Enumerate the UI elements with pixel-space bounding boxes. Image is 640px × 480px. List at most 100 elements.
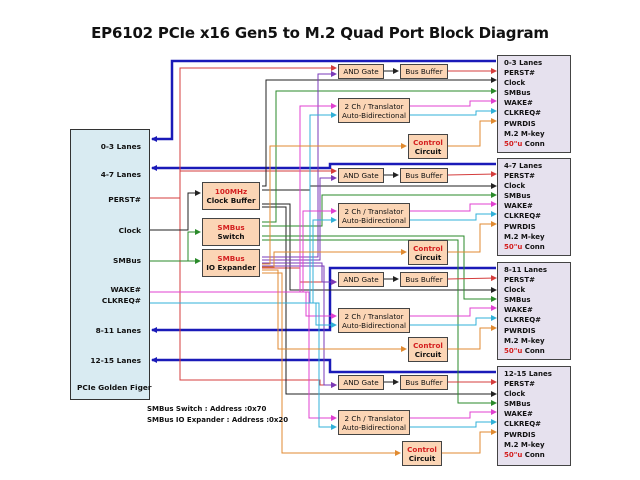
clkreq-in-wire: [150, 302, 337, 430]
port-conn-spec: 50"u Conn: [504, 346, 570, 356]
and-gate-block: AND Gate: [338, 64, 384, 79]
m2-port-0: 0-3 Lanes PERST# Clock SMBus WAKE# CLKRE…: [497, 55, 571, 153]
control-line1: Control: [413, 243, 443, 253]
port-signal-wake: WAKE#: [504, 306, 533, 315]
port-lanes: 4-7 Lanes: [504, 162, 543, 170]
host-signal-lanes-0-3: 0-3 Lanes: [100, 142, 141, 151]
control-line2: Circuit: [414, 146, 442, 156]
pwrdis-in-wire: [262, 249, 407, 268]
bus-buffer-block: Bus Buffer: [400, 64, 448, 79]
pwrdis-out-wire: [448, 118, 497, 147]
clock-out-wire: [262, 77, 497, 187]
and-gate-label: AND Gate: [343, 171, 379, 180]
clock-in-wire: [150, 190, 201, 231]
smbus-out-wire: [262, 235, 497, 302]
clock-out-wire: [262, 183, 497, 191]
and-gate-block: AND Gate: [338, 168, 384, 183]
lanes-8-11-wire: [151, 266, 496, 333]
pwrdis-in-wire: [262, 269, 407, 352]
io-expander-and-wire: [262, 262, 337, 285]
clkreq-in-wire: [150, 302, 337, 328]
port-signal-clkreq: CLKREQ#: [504, 212, 542, 221]
clkreq-out-wire: [410, 419, 497, 428]
port-signal-perst: PERST#: [504, 380, 535, 389]
and-gate-label: AND Gate: [343, 67, 379, 76]
host-signal-lanes-12-15: 12-15 Lanes: [90, 356, 141, 365]
port-signal-perst: PERST#: [504, 69, 535, 78]
port-conn-spec: 50"u Conn: [504, 139, 570, 149]
smbus-in-wire: [150, 229, 201, 262]
host-signal-smbus: SMBus: [113, 256, 141, 265]
port-signal-wake: WAKE#: [504, 410, 533, 419]
port-conn-spec: 50"u Conn: [504, 450, 570, 460]
port-lanes: 12-15 Lanes: [504, 370, 552, 378]
wake-out-wire: [410, 409, 497, 419]
translator-line2: Auto-Bidirectional: [342, 422, 406, 432]
port-signal-smbus: SMBus: [504, 400, 531, 409]
port-signal-perst: PERST#: [504, 276, 535, 285]
pwrdis-in-wire: [262, 143, 407, 265]
note-smbus-switch-address: SMBus Switch : Address :0x70: [147, 405, 267, 413]
io-expander-label: IO Expander: [206, 263, 256, 272]
smbus-out-wire: [262, 239, 497, 406]
port-signal-clock: Clock: [504, 79, 526, 88]
io-expander-and-wire: [262, 71, 337, 258]
wake-out-wire: [410, 98, 497, 107]
translator-line2: Auto-Bidirectional: [342, 320, 406, 330]
port-type: M.2 M-key: [504, 440, 545, 449]
host-signal-clkreq: CLKREQ#: [101, 296, 141, 305]
page-title: EP6102 PCIe x16 Gen5 to M.2 Quad Port Bl…: [91, 24, 549, 42]
port-signal-clkreq: CLKREQ#: [504, 109, 542, 118]
control-line2: Circuit: [408, 453, 436, 463]
conn-label: Conn: [522, 242, 545, 251]
pcie-host-connector: 0-3 Lanes 4-7 Lanes PERST# Clock SMBus W…: [70, 129, 152, 400]
and-gate-block: AND Gate: [338, 375, 384, 390]
clkreq-out-wire: [410, 315, 497, 326]
port-type: M.2 M-key: [504, 336, 545, 345]
conn-plating: 50"u: [504, 242, 523, 251]
clock-buffer-label: Clock Buffer: [206, 196, 256, 205]
clock-out-wire: [262, 206, 497, 397]
conn-plating: 50"u: [504, 450, 523, 459]
port-type: M.2 M-key: [504, 232, 545, 241]
bus-buffer-block: Bus Buffer: [400, 375, 448, 390]
port-type: M.2 M-key: [504, 129, 545, 138]
m2-port-3: 12-15 Lanes PERST# Clock SMBus WAKE# CLK…: [497, 366, 571, 466]
conn-plating: 50"u: [504, 139, 523, 148]
bus-buffer-block: Bus Buffer: [400, 272, 448, 287]
port-signal-clkreq: CLKREQ#: [504, 316, 542, 325]
port-lanes: 0-3 Lanes: [504, 59, 543, 67]
host-name: PCIe Golden Figer: [77, 383, 152, 392]
port-signal-pwrdis: PWRDIS: [504, 222, 536, 231]
translator-line2: Auto-Bidirectional: [342, 110, 406, 120]
port-signal-clock: Clock: [504, 182, 526, 191]
translator-line1: 2 Ch / Translator: [344, 206, 404, 216]
bus-buffer-label: Bus Buffer: [405, 171, 443, 180]
pwrdis-out-wire: [448, 325, 497, 350]
smbus-io-expander-block: SMBus IO Expander: [202, 249, 260, 277]
port-signal-clkreq: CLKREQ#: [504, 420, 542, 429]
note-io-expander-address: SMBus IO Expander : Address :0x20: [147, 416, 289, 424]
control-line2: Circuit: [414, 252, 442, 262]
buffer-perst-wire: [447, 275, 497, 282]
wake-in-wire: [150, 291, 337, 421]
port-signal-clock: Clock: [504, 390, 526, 399]
control-line2: Circuit: [414, 349, 442, 359]
pwrdis-out-wire: [448, 221, 497, 253]
host-signal-lanes-4-7: 4-7 Lanes: [100, 170, 141, 179]
conn-label: Conn: [522, 346, 545, 355]
m2-port-2: 8-11 Lanes PERST# Clock SMBus WAKE# CLKR…: [497, 262, 571, 360]
io-expander-title: SMBus: [217, 254, 245, 263]
clkreq-out-wire: [410, 211, 497, 221]
conn-plating: 50"u: [504, 346, 523, 355]
conn-label: Conn: [522, 450, 545, 459]
bus-buffer-label: Bus Buffer: [405, 378, 443, 387]
host-signal-perst: PERST#: [108, 195, 141, 204]
